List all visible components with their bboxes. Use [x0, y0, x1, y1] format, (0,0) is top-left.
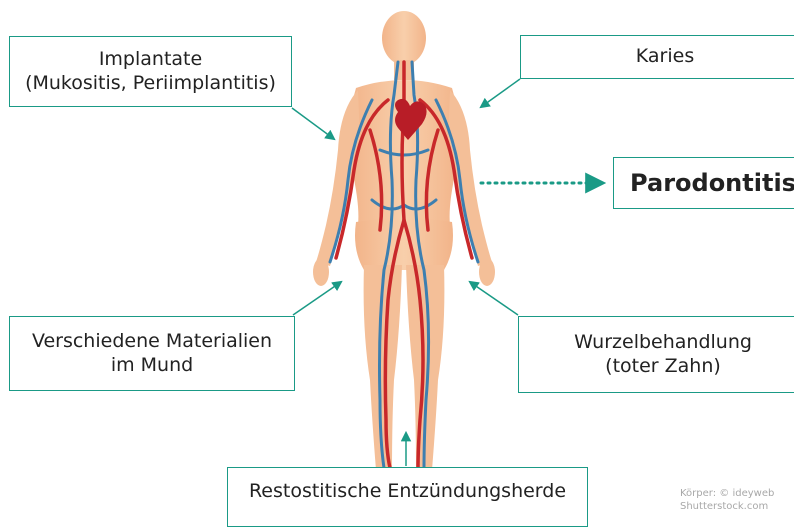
arrow-implantate [292, 108, 334, 139]
wurzel-title: Wurzelbehandlung [574, 331, 752, 355]
head [382, 11, 426, 65]
image-credit: Körper: © ideyweb Shutterstock.com [680, 487, 774, 513]
right-hand [479, 258, 495, 286]
human-body-figure [313, 11, 495, 470]
arrow-materialien [293, 282, 341, 315]
box-restostitische-herde: Restostitische Entzündungsherde [227, 467, 588, 527]
arrow-karies [481, 79, 520, 107]
box-karies: Karies [520, 35, 794, 79]
materialien-line2: im Mund [111, 354, 193, 378]
box-materialien: Verschiedene Materialien im Mund [9, 316, 295, 391]
karies-title: Karies [636, 45, 694, 69]
arrow-wurzel [470, 282, 518, 315]
credit-line2: Shutterstock.com [680, 500, 774, 513]
box-implantate: Implantate (Mukositis, Periimplantitis) [9, 36, 292, 107]
wurzel-subtitle: (toter Zahn) [605, 355, 721, 379]
implantate-subtitle: (Mukositis, Periimplantitis) [25, 72, 276, 96]
materialien-line1: Verschiedene Materialien [32, 330, 272, 354]
box-parodontitis: Parodontitis [613, 157, 794, 209]
implantate-title: Implantate [99, 48, 202, 72]
left-hand [313, 258, 329, 286]
resto-title: Restostitische Entzündungsherde [249, 480, 566, 504]
box-wurzelbehandlung: Wurzelbehandlung (toter Zahn) [518, 316, 794, 393]
parodontitis-title: Parodontitis [630, 168, 794, 198]
credit-line1: Körper: © ideyweb [680, 487, 774, 500]
